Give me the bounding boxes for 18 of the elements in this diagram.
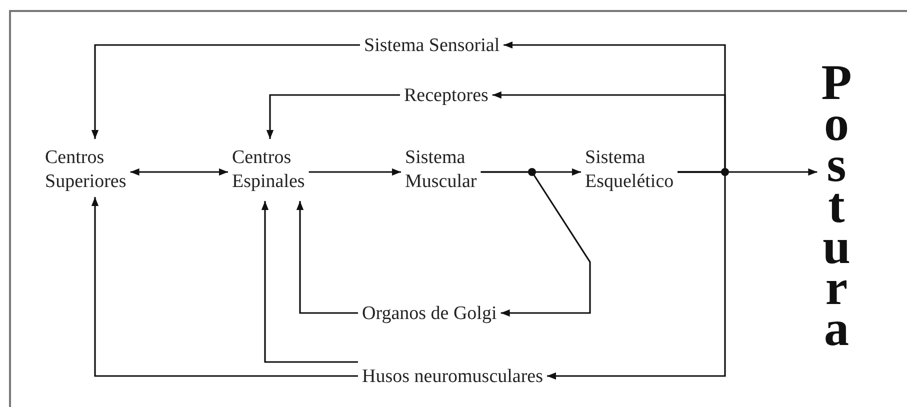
node-label: Organos de Golgi — [360, 299, 499, 329]
arrow — [480, 171, 591, 317]
node-label: Centros Espinales — [230, 143, 334, 197]
node-label: Sistema Muscular — [403, 143, 507, 197]
arrow — [91, 44, 360, 139]
arrow — [308, 168, 401, 176]
arrow — [130, 168, 228, 176]
node-label: Sistema Sensorial — [362, 31, 502, 61]
arrow — [296, 201, 358, 314]
node-label: Centros Superiores — [43, 143, 147, 197]
vertical-title: Postura — [820, 62, 853, 349]
node-label: Sistema Esquelético — [583, 143, 687, 197]
arrow — [91, 197, 358, 377]
arrow — [261, 201, 358, 363]
arrow — [266, 94, 400, 139]
node-label: Husos neuromusculares — [360, 362, 545, 392]
arrow — [678, 168, 818, 176]
node-label: Receptores — [402, 81, 490, 111]
